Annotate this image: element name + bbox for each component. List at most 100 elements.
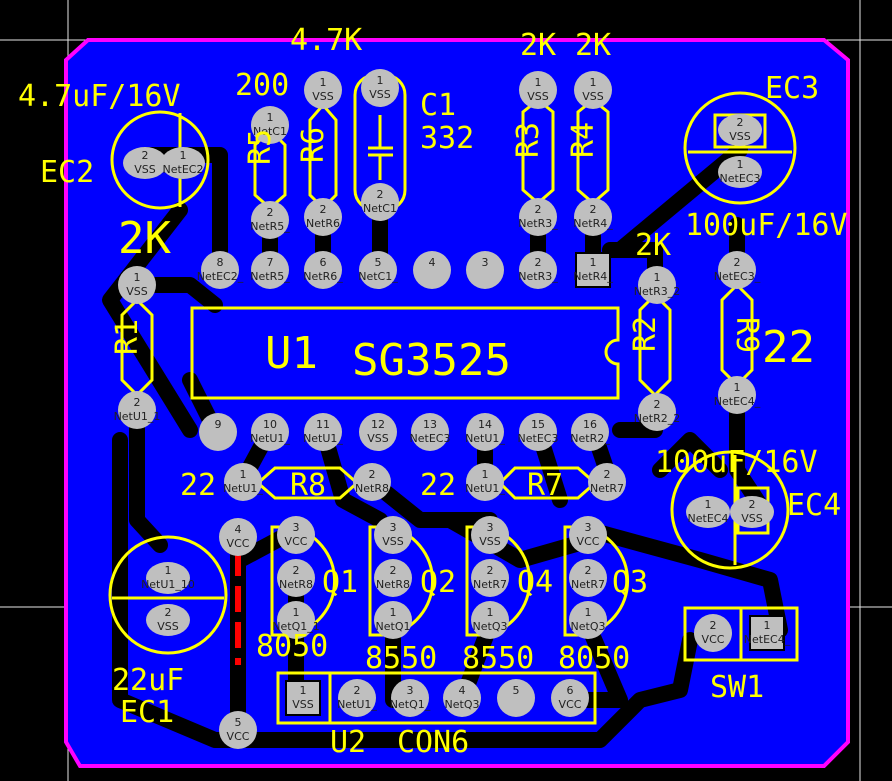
pad-q2-1-copper	[374, 601, 412, 639]
q1-value: 8050	[256, 629, 328, 664]
pad-u1-16-copper	[571, 413, 609, 451]
pad-q2-2-number: 2	[390, 564, 397, 577]
pad-q1-3-net: VCC	[285, 535, 308, 548]
pad-u1-1-copper	[575, 252, 611, 288]
ec4-ref: EC4	[787, 488, 841, 523]
pad-q4-2-number: 2	[487, 564, 494, 577]
pad-u1-15-net: NetEC3	[518, 432, 559, 445]
pad-u2-5-number: 5	[513, 684, 520, 697]
pad-c1-2-number: 2	[377, 188, 384, 201]
pad-r3-2-net: NetR3_	[518, 217, 558, 230]
pad-u1-7-net: NetR5_	[250, 270, 290, 283]
pad-r6-1-number: 1	[320, 76, 327, 89]
pad-u2-6-copper	[551, 679, 589, 717]
pads-layer: 2VSS1NetEC21NetC12NetR5_1VSS2NetR61VSS2N…	[114, 69, 791, 749]
pad-q3-1-copper	[569, 601, 607, 639]
pad-ec3-1-copper	[718, 156, 762, 188]
r5-ref: R5	[243, 129, 278, 165]
pad-ec4-2-copper	[730, 496, 774, 528]
pad-u1-13-copper	[411, 413, 449, 451]
pad-r4-1-copper	[574, 71, 612, 109]
pad-c1-1-copper	[361, 69, 399, 107]
q3-value: 8050	[558, 641, 630, 676]
pad-r8-2-number: 2	[369, 468, 376, 481]
pad-r8-1-number: 1	[240, 468, 247, 481]
pad-ec2-2-net: VSS	[134, 163, 156, 176]
ec2-ref: EC2	[40, 155, 94, 190]
pad-r1-2-net: NetU1_1	[114, 410, 161, 423]
ec2-value: 4.7uF/16V	[18, 79, 181, 114]
pad-r6-2-copper	[304, 198, 342, 236]
pad-u1-5-net: NetC1_	[358, 270, 398, 283]
pad-q3-2-copper	[569, 559, 607, 597]
r7-value: 22	[420, 468, 456, 503]
pad-ec3-1-number: 1	[737, 158, 744, 171]
pad-u1-10-net: NetU1_	[250, 432, 290, 445]
pad-u1-4-number: 4	[429, 256, 436, 269]
pad-c1-1-number: 1	[377, 74, 384, 87]
pad-u1-15-copper	[519, 413, 557, 451]
pad-u2-5-copper	[497, 679, 535, 717]
pad-q1-2-net: NetR8	[279, 578, 313, 591]
ec3-value: 100uF/16V	[685, 208, 848, 243]
pad-u1-8-net: NetEC2_	[197, 270, 244, 283]
pad-u1-11-number: 11	[316, 418, 330, 431]
pad-u2-4-net: NetQ3	[445, 698, 480, 711]
pad-u2-2-number: 2	[354, 684, 361, 697]
u2-value: CON6	[397, 725, 469, 760]
pad-r4-2-net: NetR4_	[573, 217, 613, 230]
pad-u1-9: 9	[199, 413, 237, 451]
pad-q3-1-number: 1	[585, 606, 592, 619]
pad-ec4-2-number: 2	[749, 498, 756, 511]
q3-ref: Q3	[612, 565, 648, 600]
c1-value: 332	[420, 121, 474, 156]
r8-ref: R8	[290, 468, 326, 503]
pad-u1-9-copper	[199, 413, 237, 451]
pad-u1-3-copper	[466, 251, 504, 289]
pad-u2-1-net: VSS	[292, 698, 314, 711]
pad-u2-1-number: 1	[300, 684, 307, 697]
pad-r5-2-number: 2	[267, 206, 274, 219]
pad-u1-8-number: 8	[217, 256, 224, 269]
pad-u2-3-number: 3	[407, 684, 414, 697]
pad-ec4-1-net: NetEC4	[688, 512, 729, 525]
pad-r4-1-net: VSS	[582, 90, 604, 103]
pad-u1-14-copper	[466, 413, 504, 451]
ec4-value: 100uF/16V	[655, 445, 818, 480]
pad-r6-2-number: 2	[320, 203, 327, 216]
pad-u1-14-number: 14	[478, 418, 492, 431]
r2-value: 2K	[635, 228, 671, 263]
r7-ref: R7	[527, 468, 563, 503]
pad-q2-3-number: 3	[390, 521, 397, 534]
pad-u1-2-net: NetR3_	[518, 270, 558, 283]
pad-ec3-2-net: VSS	[729, 130, 751, 143]
pad-r7-1-copper	[466, 463, 504, 501]
pad-u1-13-net: NetEC3	[410, 432, 451, 445]
